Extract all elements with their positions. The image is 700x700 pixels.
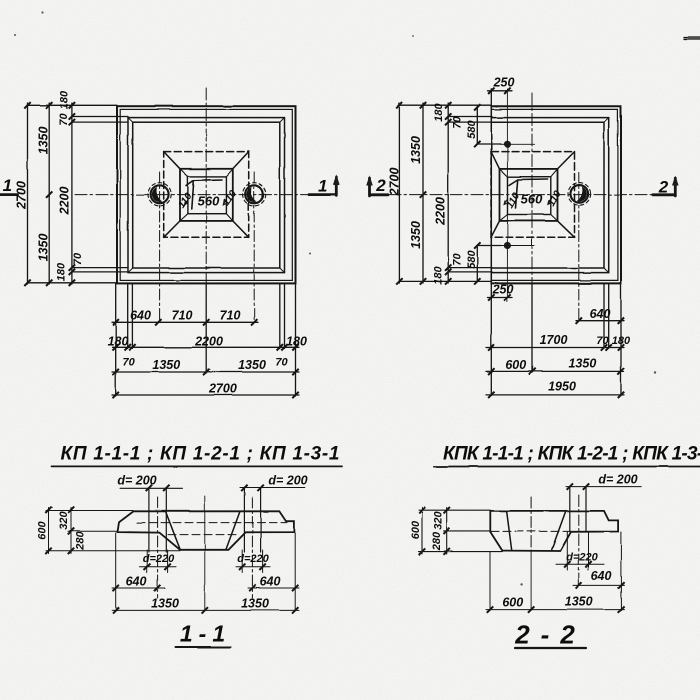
svg-text:d= 200: d= 200 <box>117 474 156 488</box>
svg-text:d= 200: d= 200 <box>268 474 307 488</box>
svg-text:180: 180 <box>108 335 129 349</box>
svg-text:1: 1 <box>318 177 327 196</box>
svg-text:280: 280 <box>431 531 443 551</box>
svg-text:600: 600 <box>502 596 523 610</box>
svg-text:640: 640 <box>590 307 611 321</box>
svg-text:70: 70 <box>275 357 288 369</box>
svg-text:640: 640 <box>126 575 147 589</box>
svg-text:1350: 1350 <box>37 234 51 262</box>
svg-text:2700: 2700 <box>208 382 237 396</box>
svg-text:710: 710 <box>220 309 241 323</box>
svg-text:2-2: 2-2 <box>514 620 586 650</box>
svg-text:2200: 2200 <box>194 335 223 349</box>
svg-text:250: 250 <box>493 76 515 90</box>
svg-text:1350: 1350 <box>565 595 593 609</box>
svg-text:280: 280 <box>75 530 87 550</box>
svg-text:180: 180 <box>56 262 68 281</box>
svg-text:640: 640 <box>130 309 151 323</box>
svg-text:70: 70 <box>58 113 70 126</box>
svg-text:1350: 1350 <box>152 358 180 372</box>
svg-text:250: 250 <box>492 283 514 297</box>
svg-text:d=220: d=220 <box>143 553 175 565</box>
svg-text:2: 2 <box>375 176 386 195</box>
svg-text:180: 180 <box>612 335 631 347</box>
svg-text:180: 180 <box>59 90 71 109</box>
svg-text:1350: 1350 <box>409 136 423 164</box>
svg-text:70: 70 <box>452 116 464 129</box>
svg-text:1-1: 1-1 <box>180 621 231 647</box>
svg-text:1350: 1350 <box>151 597 179 611</box>
svg-text:70: 70 <box>72 252 84 265</box>
svg-text:710: 710 <box>172 309 193 323</box>
svg-text:1350: 1350 <box>409 221 423 249</box>
svg-text:180: 180 <box>286 335 307 349</box>
svg-text:70: 70 <box>596 335 609 347</box>
svg-text:1350: 1350 <box>238 358 266 372</box>
svg-text:1350: 1350 <box>37 127 51 155</box>
svg-text:70: 70 <box>122 357 135 369</box>
svg-text:640: 640 <box>260 575 281 589</box>
svg-text:580: 580 <box>466 119 478 138</box>
svg-text:70: 70 <box>452 253 464 266</box>
svg-text:180: 180 <box>433 102 445 121</box>
svg-text:600: 600 <box>37 520 49 539</box>
svg-text:2700: 2700 <box>15 181 29 210</box>
svg-text:КПК 1-1-1 ; КПК 1-2-1 ; КПК 1-: КПК 1-1-1 ; КПК 1-2-1 ; КПК 1-3-1 <box>443 444 700 465</box>
svg-text:320: 320 <box>58 510 70 529</box>
svg-text:640: 640 <box>591 569 612 583</box>
svg-text:1350: 1350 <box>241 597 269 611</box>
svg-text:2700: 2700 <box>388 168 402 197</box>
svg-text:d= 200: d= 200 <box>598 473 637 487</box>
svg-text:КП 1-1-1 ; КП 1-2-1 ; КП 1-3-1: КП 1-1-1 ; КП 1-2-1 ; КП 1-3-1 <box>61 444 340 465</box>
svg-text:d=220: d=220 <box>566 552 598 564</box>
svg-text:d=220: d=220 <box>237 553 269 565</box>
svg-text:1700: 1700 <box>540 333 568 347</box>
svg-text:1: 1 <box>3 176 12 195</box>
svg-text:1350: 1350 <box>568 357 596 371</box>
svg-text:560: 560 <box>198 194 220 209</box>
svg-text:600: 600 <box>410 520 422 539</box>
svg-text:320: 320 <box>433 510 445 529</box>
svg-text:1950: 1950 <box>548 380 576 394</box>
svg-text:180: 180 <box>433 265 445 284</box>
svg-text:580: 580 <box>466 249 478 268</box>
svg-text:2200: 2200 <box>434 197 448 226</box>
svg-text:2: 2 <box>658 178 669 197</box>
svg-text:560: 560 <box>521 192 543 207</box>
svg-text:2200: 2200 <box>58 187 72 216</box>
svg-text:600: 600 <box>505 358 526 372</box>
